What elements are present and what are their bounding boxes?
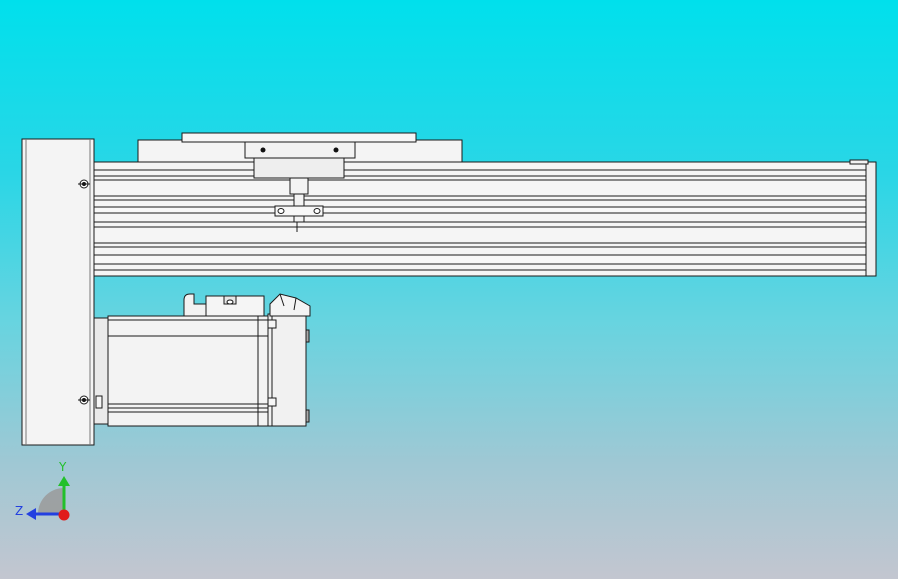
bolt-icon: [78, 395, 90, 405]
triad-plane-icon: [38, 488, 64, 514]
end-plate[interactable]: [21, 138, 95, 446]
axis-triad: Y Z: [15, 460, 70, 521]
servo-motor[interactable]: [93, 313, 310, 427]
motor-connector[interactable]: [183, 293, 265, 317]
z-axis-label: Z: [15, 504, 23, 518]
encoder-connector[interactable]: [269, 293, 311, 317]
z-axis-arrowhead-icon: [26, 508, 36, 520]
y-axis-label: Y: [58, 460, 67, 474]
carriage[interactable]: [137, 132, 463, 232]
x-axis-origin-icon: [58, 509, 70, 521]
linear-rail[interactable]: [93, 159, 877, 277]
y-axis-arrowhead-icon: [58, 476, 70, 486]
bolt-icon: [78, 179, 90, 189]
